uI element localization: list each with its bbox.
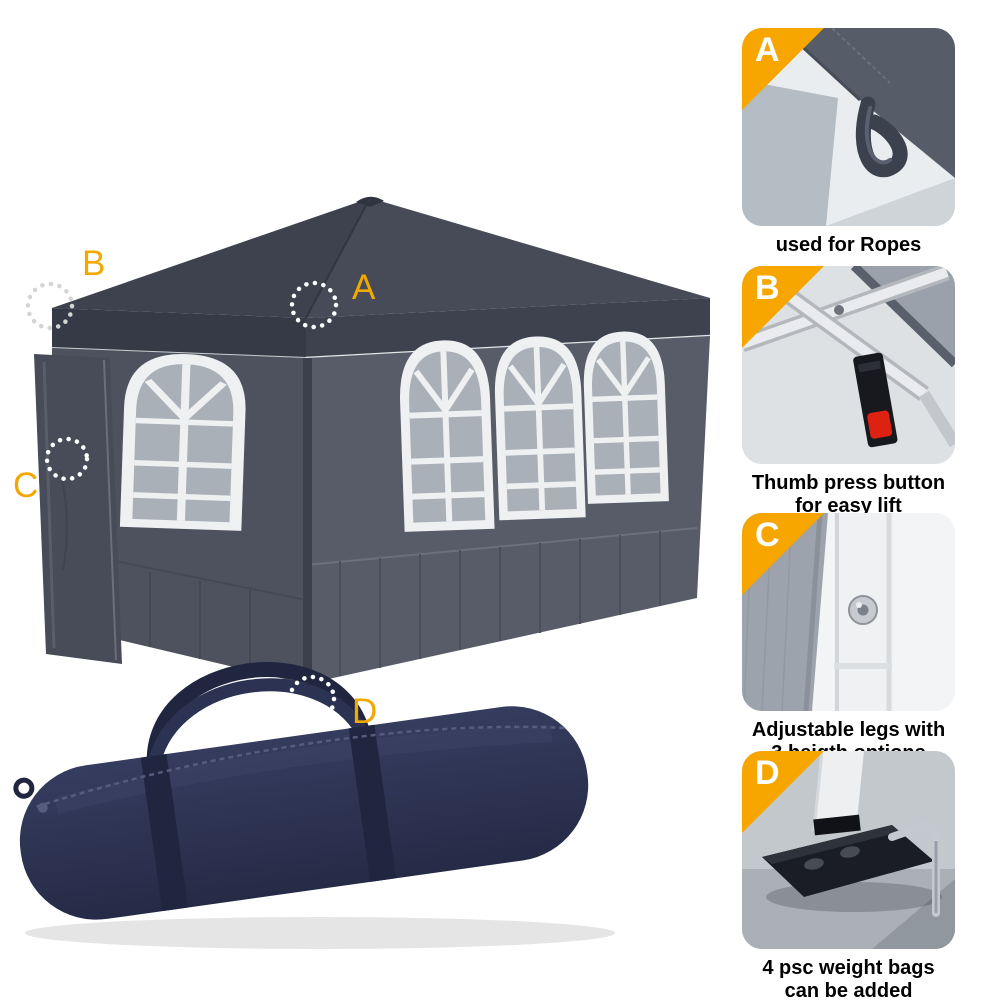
- corner-letter-a: A: [755, 31, 780, 69]
- corner-letter-b: B: [755, 269, 780, 307]
- corner-triangle: [742, 28, 824, 110]
- marker-circle-b: [24, 280, 76, 332]
- feature-photo-adjustable-leg: C: [742, 513, 955, 711]
- marker-circle-d: [286, 673, 338, 725]
- carry-bag: [13, 662, 615, 949]
- caption-d: 4 psc weight bags can be added: [762, 957, 935, 1000]
- marker-circle-a: [288, 279, 340, 331]
- feature-card-d: D 4 psc weight bags can be added: [742, 751, 955, 1000]
- feature-card-c: C Adjustable legs with 3 heigth options: [742, 513, 955, 765]
- gazebo: [34, 196, 711, 691]
- corner-triangle: [742, 513, 824, 595]
- feature-photo-foot-plate: D: [742, 751, 955, 949]
- marker-circle-c: [41, 433, 93, 485]
- caption-b: Thumb press button for easy lift: [751, 472, 946, 517]
- marker-letter-a: A: [352, 268, 376, 307]
- corner-letter-d: D: [755, 754, 780, 792]
- feature-photo-ropes: A: [742, 28, 955, 226]
- product-scene: [13, 196, 711, 949]
- caption-a: used for Ropes: [775, 234, 922, 256]
- feature-card-a: A used for Ropes: [742, 28, 955, 257]
- marker-letter-b: B: [82, 244, 106, 283]
- corner-triangle: [742, 751, 824, 833]
- corner-triangle: [742, 266, 824, 348]
- feature-card-b: B Thumb press button for easy lift: [742, 266, 955, 518]
- marker-letter-d: D: [352, 692, 378, 731]
- marker-letter-c: C: [13, 466, 39, 505]
- feature-photo-thumb-button: B: [742, 266, 955, 464]
- gazebo-illustration: [13, 196, 711, 949]
- corner-letter-c: C: [755, 516, 780, 554]
